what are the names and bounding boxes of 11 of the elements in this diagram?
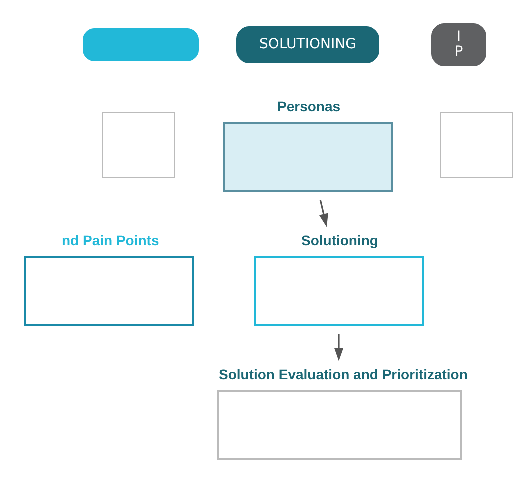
arrow xyxy=(319,200,328,227)
node-label: Personas xyxy=(278,98,341,114)
node-box xyxy=(102,112,176,178)
node-label: Solution Evaluation and Prioritization xyxy=(219,366,468,382)
node-label: Solutioning xyxy=(302,232,378,248)
node-label: nd Pain Points xyxy=(62,232,160,248)
node-box: SOLUTIONING xyxy=(236,26,380,63)
node-box xyxy=(440,112,514,178)
arrow xyxy=(334,334,344,361)
node-bar xyxy=(83,28,199,61)
node-box: I P xyxy=(432,23,486,66)
